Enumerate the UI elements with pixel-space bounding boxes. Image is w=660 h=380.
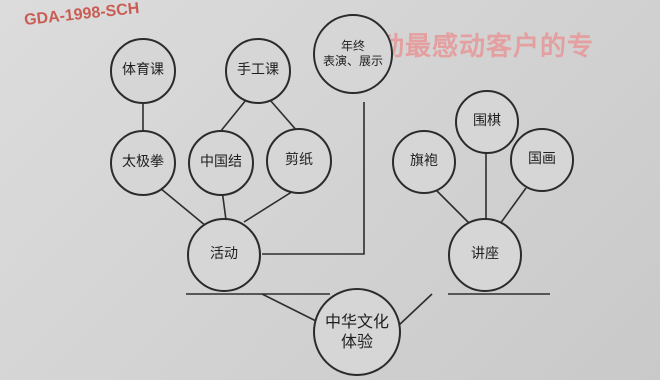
- node-lecture: 讲座: [448, 218, 522, 292]
- node-paper-cutting: 剪纸: [266, 128, 332, 194]
- heading-fragment: 动最感动客户的专: [378, 32, 595, 62]
- node-go-chess: 围棋: [455, 90, 519, 154]
- node-sports-course: 体育课: [110, 38, 176, 104]
- link-qipao-lecture: [435, 189, 471, 225]
- link-handcraft-paper: [269, 99, 299, 133]
- link-root-lecture: [397, 293, 433, 327]
- link-painting-lecture: [499, 187, 527, 225]
- link-paper-activity: [243, 187, 299, 223]
- node-chinese-painting: 国画: [510, 128, 574, 192]
- node-root-chinese-culture: 中华文化 体验: [313, 288, 401, 376]
- node-handcraft-course: 手工课: [225, 38, 291, 104]
- node-activity: 活动: [187, 218, 261, 292]
- node-year-end-show: 年终 表演、展示: [313, 14, 393, 94]
- node-qipao: 旗袍: [392, 130, 456, 194]
- link-taichi-activity: [159, 187, 207, 227]
- link-activity-show: [262, 102, 365, 255]
- node-tai-chi: 太极拳: [110, 130, 176, 196]
- node-chinese-knot: 中国结: [188, 130, 254, 196]
- link-handcraft-knot: [219, 99, 247, 133]
